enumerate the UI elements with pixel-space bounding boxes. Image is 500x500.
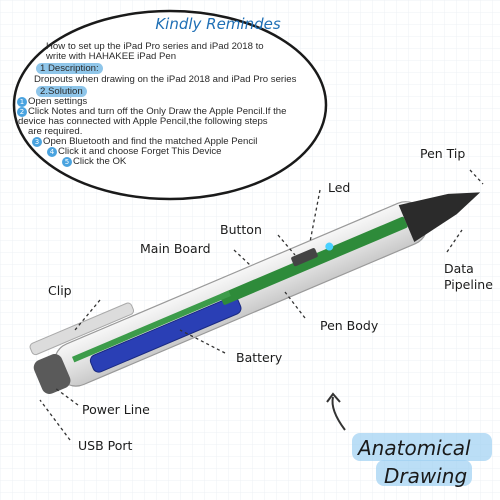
notice-oval [12,9,328,201]
step-4-number: 4 [47,147,57,157]
step-3-number: 3 [32,137,42,147]
step-2-line-1: Click Notes and turn off the Only Draw t… [28,106,287,117]
step-1-number: 1 [17,97,27,107]
label-clip: Clip [48,283,72,298]
caption-line-1: Anatomical [358,436,471,460]
step-4-text: Click it and choose Forget This Device [58,146,222,157]
label-usb-port: USB Port [78,438,133,453]
pen [29,192,481,394]
power-line-trace [71,290,231,363]
label-pen-body: Pen Body [320,318,379,333]
description-heading: 1 Description: [36,63,103,74]
battery-cell [89,296,242,373]
description-text: Dropouts when drawing on the iPad 2018 a… [34,74,297,85]
notice-title: Kindly Remindes [155,15,281,33]
step-5-number: 5 [62,157,72,167]
side-button [291,248,318,267]
pen-tip-cone [398,192,481,242]
label-button: Button [220,222,262,237]
curved-arrow [331,396,346,431]
intro-line-1: How to set up the iPad Pro series and iP… [46,41,264,52]
pen-clip [29,302,135,356]
label-led: Led [328,180,351,195]
caption-line-2: Drawing [384,464,468,488]
caption-highlight-1 [352,433,492,461]
solution-heading: 2.Solution [36,86,87,97]
leader-lines [39,169,484,441]
main-board [219,216,408,305]
usb-port-cap [33,354,71,394]
step-1-text: Open settings [28,96,88,107]
label-power-line: Power Line [82,402,150,417]
step-2-line-2: device has connected with Apple Pencil,t… [18,116,268,127]
step-2-line-3: are required. [28,126,83,137]
label-pipeline: Pipeline [444,277,493,292]
led-light [325,242,334,251]
label-pen-tip: Pen Tip [420,146,466,161]
label-data: Data [444,261,474,276]
label-main-board: Main Board [140,241,211,256]
step-3-text: Open Bluetooth and find the matched Appl… [43,136,258,147]
step-5-text: Click the OK [73,156,127,167]
step-2-number: 2 [17,107,27,117]
arrow-head [326,392,341,403]
label-battery: Battery [236,350,283,365]
intro-line-2: write with HAHAKEE iPad Pen [46,51,177,62]
caption-highlight-2 [376,460,472,486]
